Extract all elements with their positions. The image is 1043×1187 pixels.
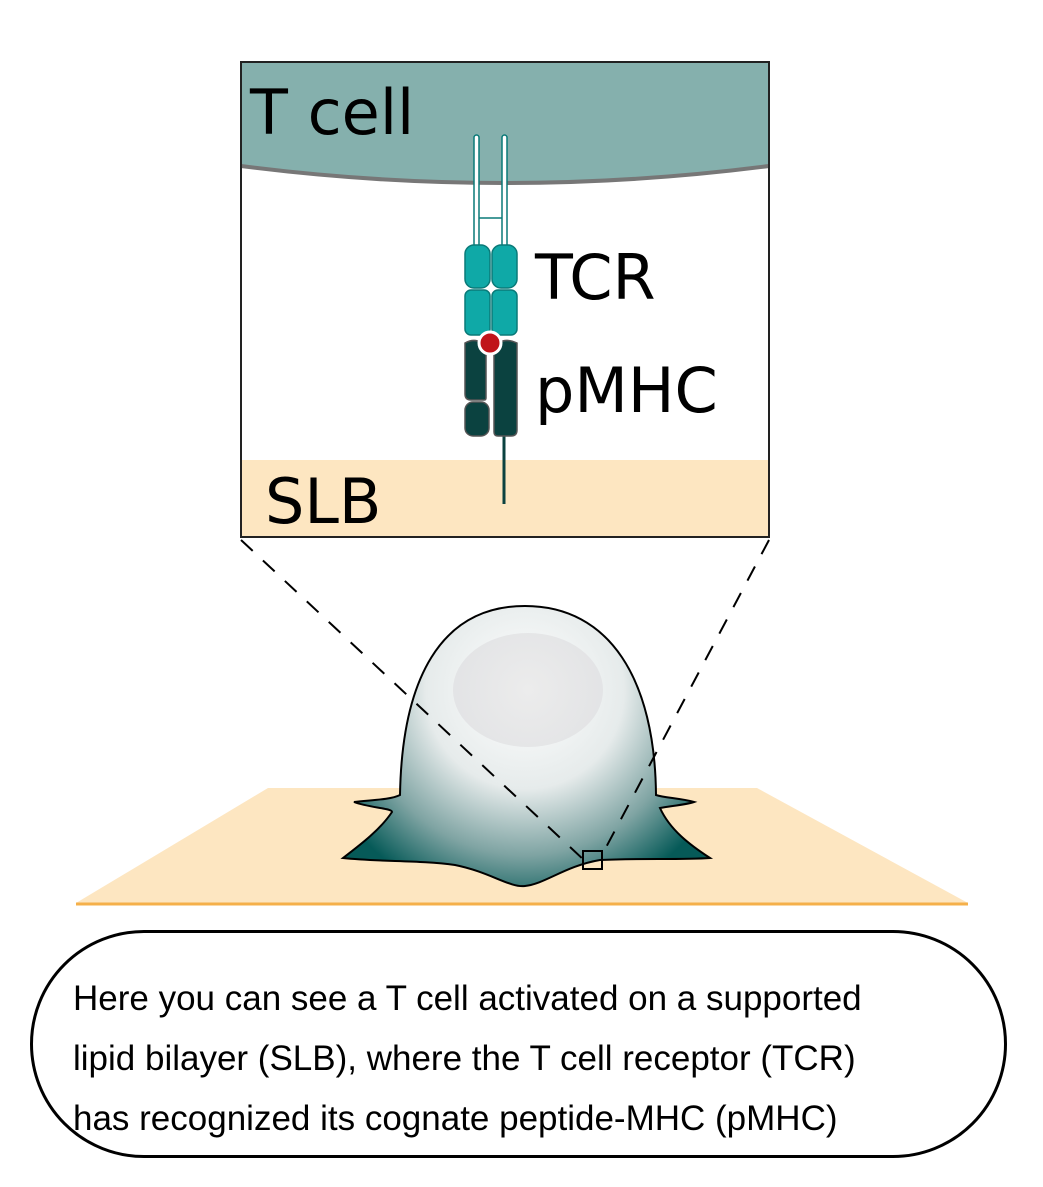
zoom-inset: T cell TCR pMHC SLB <box>240 61 770 538</box>
tcr-molecule <box>464 134 518 336</box>
zoom-guide-lines <box>240 539 770 862</box>
zoom-region-marker <box>582 850 603 870</box>
caption-line: has recognized its cognate peptide-MHC (… <box>73 1099 838 1138</box>
pmhc-molecule <box>464 330 518 504</box>
label-t-cell: T cell <box>249 76 414 149</box>
label-pmhc: pMHC <box>535 354 718 427</box>
label-slb: SLB <box>265 465 381 538</box>
nucleus <box>453 633 603 747</box>
label-tcr: TCR <box>534 241 656 314</box>
caption-line: Here you can see a T cell activated on a… <box>73 979 862 1018</box>
t-cell-membrane-region <box>241 62 769 183</box>
caption-box: Here you can see a T cell activated on a… <box>30 930 1007 1158</box>
peptide <box>477 330 503 356</box>
caption-line: lipid bilayer (SLB), where the T cell re… <box>73 1039 856 1078</box>
